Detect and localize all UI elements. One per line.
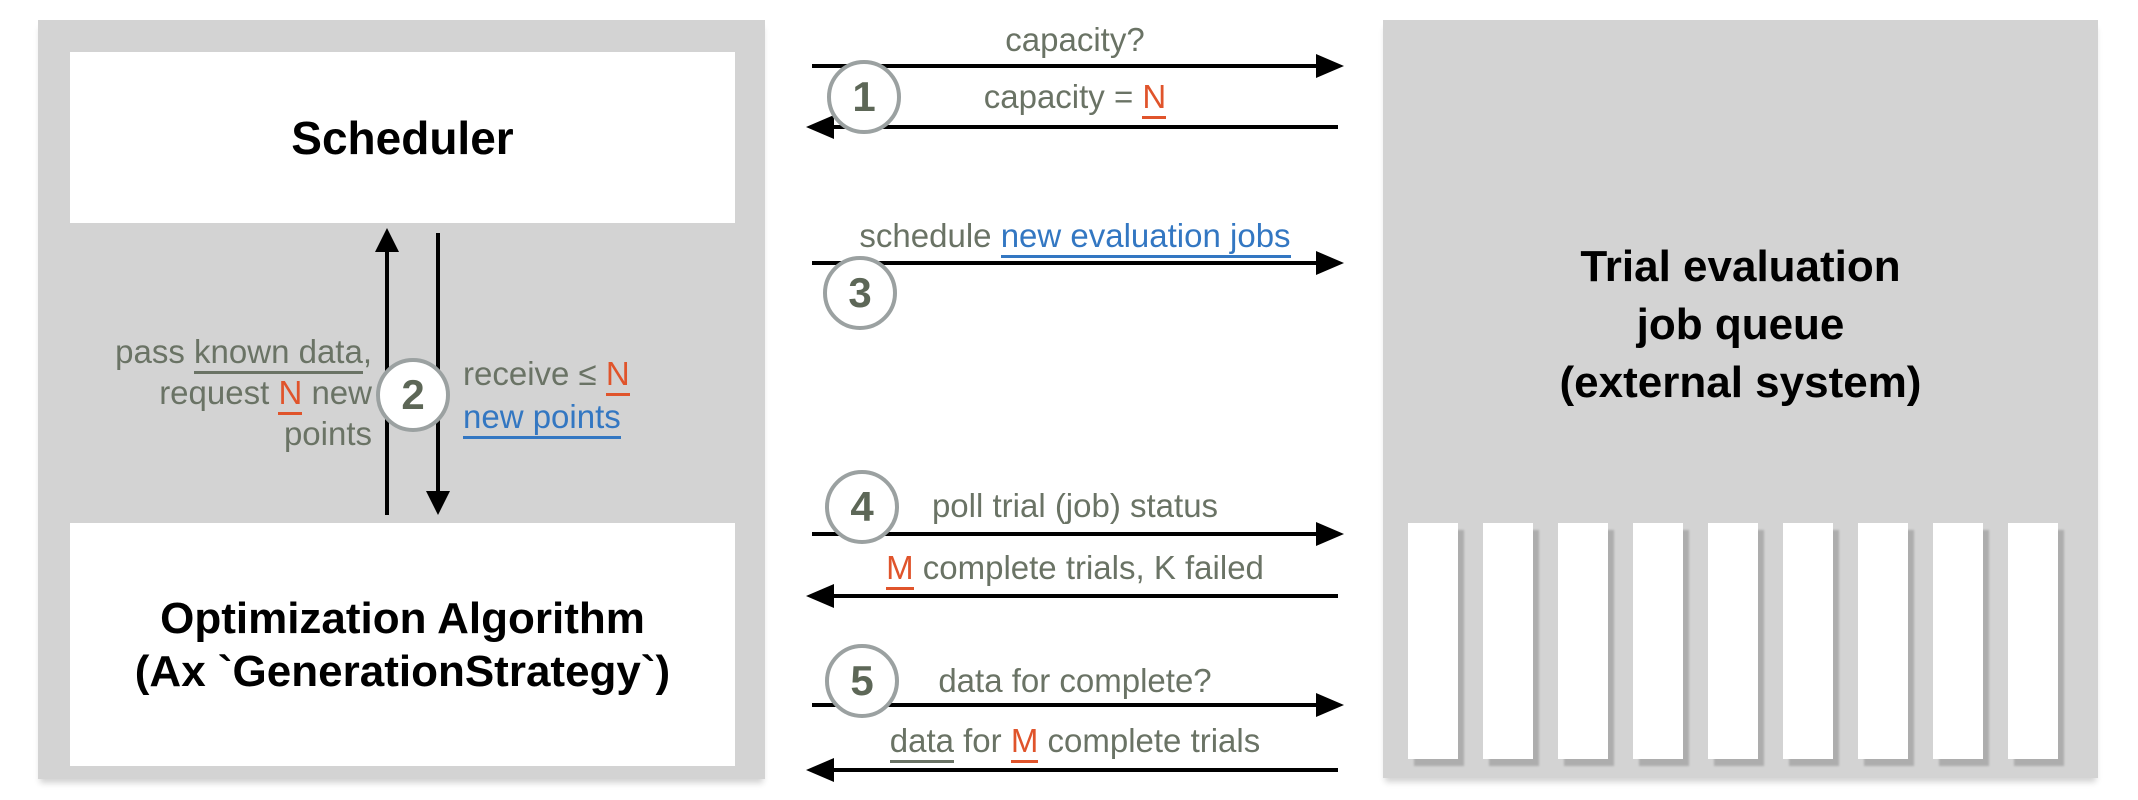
trial-queue-title-line2: job queue [1636, 300, 1845, 349]
optimization-algorithm-box: Optimization Algorithm (Ax `GenerationSt… [70, 523, 735, 766]
new-evaluation-jobs-link-text: new evaluation jobs [1000, 217, 1291, 258]
step-5-number: 5 [850, 657, 874, 704]
optimizer-label-line1: Optimization Algorithm [160, 593, 645, 643]
poll-status-label: poll trial (job) status [931, 487, 1219, 524]
optimizer-label-line2: (Ax `GenerationStrategy`) [134, 646, 671, 696]
queue-slot [1408, 523, 1458, 759]
step-1-number: 1 [852, 73, 876, 120]
data-underlined: data [889, 722, 954, 763]
step-4-number: 4 [850, 483, 874, 530]
pass-known-data-annotation: pass known data, request N new points [40, 331, 372, 454]
receive-annotation-line1: receive ≤ N [463, 352, 763, 396]
job-queue-slots [1408, 523, 2058, 759]
queue-slot [1483, 523, 1533, 759]
poll-status-response-arrow-left-icon [806, 584, 1338, 608]
capacity-request-arrow-right-icon [812, 54, 1344, 78]
m-accent: M [886, 549, 914, 590]
queue-slot [1933, 523, 1983, 759]
m-accent: M [1010, 722, 1039, 763]
step-5-badge: 5 [825, 644, 899, 718]
step-2-badge: 2 [376, 358, 450, 432]
step-3-number: 3 [848, 269, 872, 316]
schedule-jobs-label: schedule new evaluation jobs [812, 216, 1338, 258]
poll-status-arrow-right-icon [812, 522, 1344, 546]
step-4-badge: 4 [825, 470, 899, 544]
capacity-request-label: capacity? [1005, 21, 1145, 58]
receive-annotation-line2: new points [463, 395, 763, 439]
poll-status-response-label: M complete trials, K failed [812, 548, 1338, 590]
queue-slot [1858, 523, 1908, 759]
step-2-number: 2 [401, 371, 425, 418]
n-accent: N [1142, 78, 1167, 119]
new-points-link-text: new points [463, 398, 621, 439]
trial-queue-title-line3: (external system) [1559, 358, 1922, 407]
trial-queue-title: Trial evaluation job queue (external sys… [1383, 238, 2098, 412]
n-accent: N [278, 374, 303, 415]
schedule-jobs-arrow-right-icon [812, 251, 1344, 275]
pass-annotation-line2: request N new [40, 372, 372, 415]
receive-points-annotation: receive ≤ N new points [463, 352, 763, 439]
pass-annotation-line3: points [283, 415, 372, 452]
step-1-badge: 1 [827, 60, 901, 134]
queue-slot [1633, 523, 1683, 759]
capacity-response-arrow-left-icon [806, 115, 1338, 139]
queue-slot [1708, 523, 1758, 759]
queue-slot [1558, 523, 1608, 759]
data-response-arrow-left-icon [806, 758, 1338, 782]
step-3-badge: 3 [823, 256, 897, 330]
scheduler-box-label: Scheduler [291, 111, 514, 164]
data-request-arrow-right-icon [812, 693, 1344, 717]
known-data-underlined: known data [194, 333, 363, 374]
n-accent: N [605, 355, 630, 396]
data-response-label: data for M complete trials [812, 721, 1338, 763]
arrow-down-icon [426, 233, 450, 515]
queue-slot [2008, 523, 2058, 759]
data-request-label: data for complete? [938, 662, 1212, 699]
scheduler-box: Scheduler [70, 52, 735, 223]
pass-annotation-line1: pass known data, [40, 331, 372, 374]
capacity-response-label: capacity = N [812, 77, 1338, 119]
trial-queue-title-line1: Trial evaluation [1580, 242, 1901, 291]
queue-slot [1783, 523, 1833, 759]
